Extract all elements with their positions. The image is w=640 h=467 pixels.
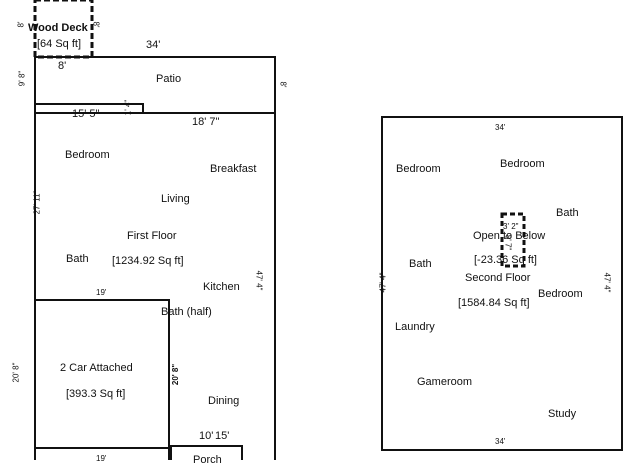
first-floor-bottom-dimension-b: 15' (215, 430, 230, 442)
second-floor-bottom-dimension: 34' (495, 437, 506, 446)
second-floor-bath-left-label: Bath (409, 258, 432, 270)
second-floor-right-dimension: 47' 4" (602, 272, 612, 293)
first-floor-bedroom-label: Bedroom (65, 149, 110, 161)
first-floor-left-segment-dimension: 15' 5" (72, 108, 100, 120)
second-floor-gameroom-label: Gameroom (417, 376, 473, 388)
patio-left-dimension: 9' 8" (17, 70, 27, 87)
first-floor-title: First Floor (127, 230, 177, 242)
second-floor-title: Second Floor (465, 272, 531, 284)
second-floor-area: [1584.84 Sq ft] (458, 297, 530, 309)
wood-deck-bottom-dimension: 8' (58, 60, 67, 72)
wood-deck-right-dimension: 8' (91, 21, 101, 28)
open-to-below-width-dimension: 3' 2" (503, 222, 519, 231)
second-floor-top-dimension: 34' (495, 123, 506, 132)
second-floor-bedroom-right-label: Bedroom (538, 288, 583, 300)
first-floor-living-label: Living (161, 193, 190, 205)
wood-deck-outline (33, 0, 94, 59)
garage-bottom-dimension: 19' (96, 454, 107, 463)
main-house-divider (35, 103, 275, 114)
second-floor-left-dimension: 47' 4" (378, 272, 388, 293)
first-floor-right-height-dimension: 47' 4" (254, 270, 264, 291)
porch-label: Porch (193, 454, 222, 466)
first-floor-right-segment-dimension: 18' 7" (192, 116, 220, 128)
garage-height-dimension: 20' 8" (11, 362, 21, 383)
first-floor-mid-width-dimension: 19' (96, 288, 107, 297)
first-floor-bath-label: Bath (66, 253, 89, 265)
second-floor-laundry-label: Laundry (395, 321, 435, 333)
second-floor-bath-right-label: Bath (556, 207, 579, 219)
open-to-below-label: Open to Below (473, 230, 546, 242)
first-floor-left-height-dimension: 27' 11" (32, 190, 42, 215)
first-floor-kitchen-label: Kitchen (203, 281, 240, 293)
wood-deck-label: Wood Deck (28, 22, 88, 34)
first-floor-dining-label: Dining (208, 395, 240, 407)
first-floor-breakfast-label: Breakfast (210, 163, 257, 175)
wood-deck-area: [64 Sq ft] (37, 38, 82, 50)
porch-outline (170, 445, 243, 460)
second-floor-bedroom-left-label: Bedroom (396, 163, 441, 175)
second-floor-outline (381, 116, 623, 451)
first-floor-bottom-dimension-a: 10' (199, 430, 214, 442)
garage-inner-dimension: 20' 8" (171, 363, 181, 386)
second-floor-study-label: Study (548, 408, 577, 420)
wood-deck-left-dimension: 8' (16, 21, 26, 28)
first-floor-bath-half-label: Bath (half) (161, 306, 212, 318)
first-floor-step-dimension: 1' 4" (123, 99, 133, 116)
first-floor-walls (34, 56, 276, 460)
patio-right-dimension: 8' (278, 81, 288, 88)
patio-label: Patio (156, 73, 182, 85)
open-to-below-area: [-23.36 Sq ft] (474, 254, 537, 266)
open-to-below-outline (500, 212, 526, 268)
first-floor-area: [1234.92 Sq ft] (112, 255, 184, 267)
garage-area: [393.3 Sq ft] (66, 388, 126, 400)
patio-width-dimension: 34' (146, 39, 161, 51)
second-floor-bedroom-top-label: Bedroom (500, 158, 545, 170)
garage-label: 2 Car Attached (60, 362, 133, 374)
